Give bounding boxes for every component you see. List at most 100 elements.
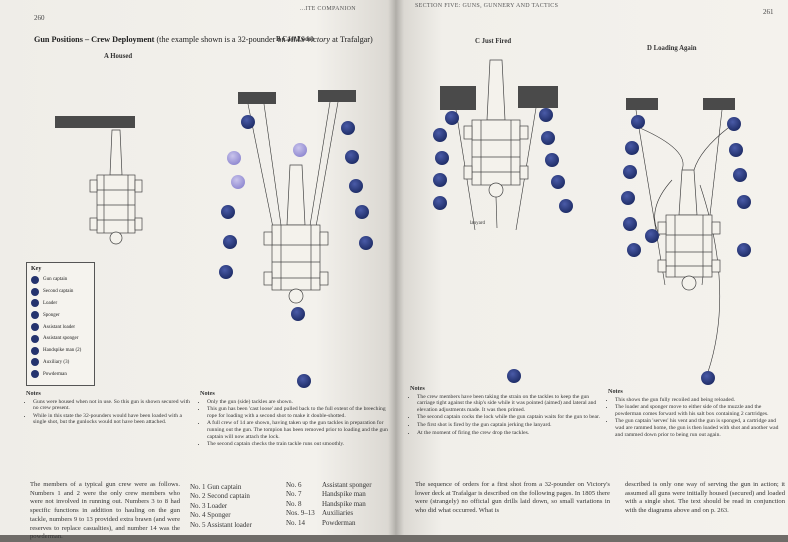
ship-side-left — [440, 86, 476, 110]
key-label: Auxiliary (3) — [43, 359, 70, 365]
crew-marker-icon — [31, 323, 39, 332]
crew-marker — [733, 168, 747, 182]
role-number: No. 6 — [286, 481, 302, 489]
crew-marker — [625, 141, 639, 155]
role-number: No. 8 — [286, 499, 302, 508]
notes-d-item: This shows the gun fully recoiled and be… — [615, 397, 786, 404]
crew-marker — [355, 205, 369, 219]
movement-arrow — [693, 127, 729, 171]
crew-marker — [241, 115, 255, 129]
key-row: Second captain — [31, 286, 94, 298]
crew-marker — [737, 243, 751, 257]
key-label: Sponger — [43, 312, 60, 318]
key-row: Loader — [31, 298, 94, 310]
key-label: Handspike man (2) — [43, 348, 82, 354]
crew-marker — [221, 205, 235, 219]
crew-marker — [433, 128, 447, 142]
crew-marker-icon — [31, 311, 39, 320]
crew-marker-icon — [31, 275, 39, 284]
role-list-1: No. 1 Gun captain No. 2 Second captain N… — [190, 483, 252, 530]
notes-d-item: The gun captain 'serves' his vent and th… — [615, 418, 786, 438]
gun-tackle — [635, 109, 666, 286]
notes-b-item: This gun has been 'cast loose' and pulle… — [207, 406, 388, 419]
crew-marker-icon — [31, 370, 39, 379]
role-list-2-names: Assistant sponger Handspike man Handspik… — [322, 481, 372, 528]
notes-d-item: The loader and sponger move to either si… — [615, 404, 786, 417]
key-label: Loader — [43, 300, 58, 306]
right-page-number: 261 — [763, 8, 774, 16]
ship-side-right — [703, 98, 735, 110]
notes-b-item: A full crew of 14 are shown, having take… — [207, 420, 388, 440]
notes-c-item: The first shot is fired by the gun capta… — [417, 422, 602, 429]
key-row: Auxiliary (3) — [31, 357, 94, 369]
role-name: Assistant sponger — [322, 481, 372, 489]
ship-side-left — [626, 98, 658, 110]
crew-marker — [545, 153, 559, 167]
key-row: Handspike man (2) — [31, 345, 94, 357]
movement-arrow — [699, 184, 721, 373]
crew-marker-icon — [31, 299, 39, 308]
key-label: Powderman — [43, 371, 67, 377]
movement-arrow — [639, 127, 684, 171]
panel-a-diagram — [55, 116, 143, 245]
left-body-text: The members of a typical gun crew were a… — [30, 481, 180, 541]
notes-b-item: Only the gun (side) tackles are shown. — [207, 399, 388, 406]
role-number: No. 7 — [286, 490, 302, 499]
role-entry: No. 1 Gun captain — [190, 483, 242, 491]
key-row: Assistant sponger — [31, 333, 94, 345]
crew-marker-icon — [31, 346, 39, 355]
right-running-head: SECTION FIVE: GUNS, GUNNERY AND TACTICS — [415, 3, 559, 9]
crew-marker — [559, 199, 573, 213]
crew-marker — [701, 371, 715, 385]
crew-marker — [293, 143, 307, 157]
crew-marker — [539, 108, 553, 122]
ship-side-right — [318, 90, 356, 102]
role-list-2-numbers: No. 6 No. 7 No. 8 Nos. 9–13 No. 14 — [286, 481, 315, 528]
role-entry: No. 5 Assistant loader — [190, 520, 252, 529]
notes-c: Notes The crew members have been taking … — [410, 385, 602, 437]
crew-marker — [359, 236, 373, 250]
key-legend: Key Gun captain Second captain Loader Sp… — [26, 262, 95, 386]
notes-c-item: At the moment of firing the crew drop th… — [417, 430, 602, 437]
lanyard-label: lanyard — [470, 221, 485, 226]
crew-marker — [433, 173, 447, 187]
page-title: Gun Positions – Crew Deployment (the exa… — [34, 35, 373, 44]
crew-marker — [223, 235, 237, 249]
crew-marker — [541, 131, 555, 145]
crew-marker — [727, 117, 741, 131]
notes-d: Notes This shows the gun fully recoiled … — [608, 388, 786, 439]
crew-marker — [345, 150, 359, 164]
book-gutter — [388, 0, 404, 535]
panel-c-diagram: lanyard — [433, 59, 573, 383]
panel-a-label: A Housed — [104, 53, 133, 60]
crew-marker — [621, 191, 635, 205]
left-running-head: ...ITE COMPANION — [300, 6, 356, 12]
panel-d-label: D Loading Again — [647, 45, 697, 52]
crew-marker — [551, 175, 565, 189]
cannon-a — [89, 129, 143, 245]
crew-marker — [227, 151, 241, 165]
role-entry: No. 4 Sponger — [190, 511, 231, 520]
crew-markers-b — [219, 115, 373, 388]
right-body-text-2: described is only one way of serving the… — [625, 481, 785, 515]
notes-a: Notes Guns were housed when not in use. … — [26, 390, 191, 427]
role-name: Handspike man — [322, 490, 366, 499]
role-name: Powderman — [322, 518, 356, 527]
crew-marker-icon — [31, 287, 39, 296]
crew-marker — [631, 115, 645, 129]
crew-marker — [623, 165, 637, 179]
cannon-b — [263, 164, 329, 304]
key-heading: Key — [31, 266, 42, 272]
movement-arrow — [654, 179, 673, 237]
title-bold: Gun Positions – Crew Deployment — [34, 35, 155, 44]
right-body-text-1: The sequence of orders for a first shot … — [415, 481, 610, 515]
notes-d-heading: Notes — [608, 388, 623, 395]
key-label: Assistant loader — [43, 324, 76, 330]
notes-c-item: The crew members have been taking the st… — [417, 394, 602, 414]
key-row: Gun captain — [31, 274, 94, 286]
title-ship: HMS Victory — [287, 35, 331, 44]
cannon-c — [463, 59, 529, 198]
lanyard-line — [495, 196, 498, 229]
panel-b-label: B Cast Loose — [276, 36, 315, 43]
